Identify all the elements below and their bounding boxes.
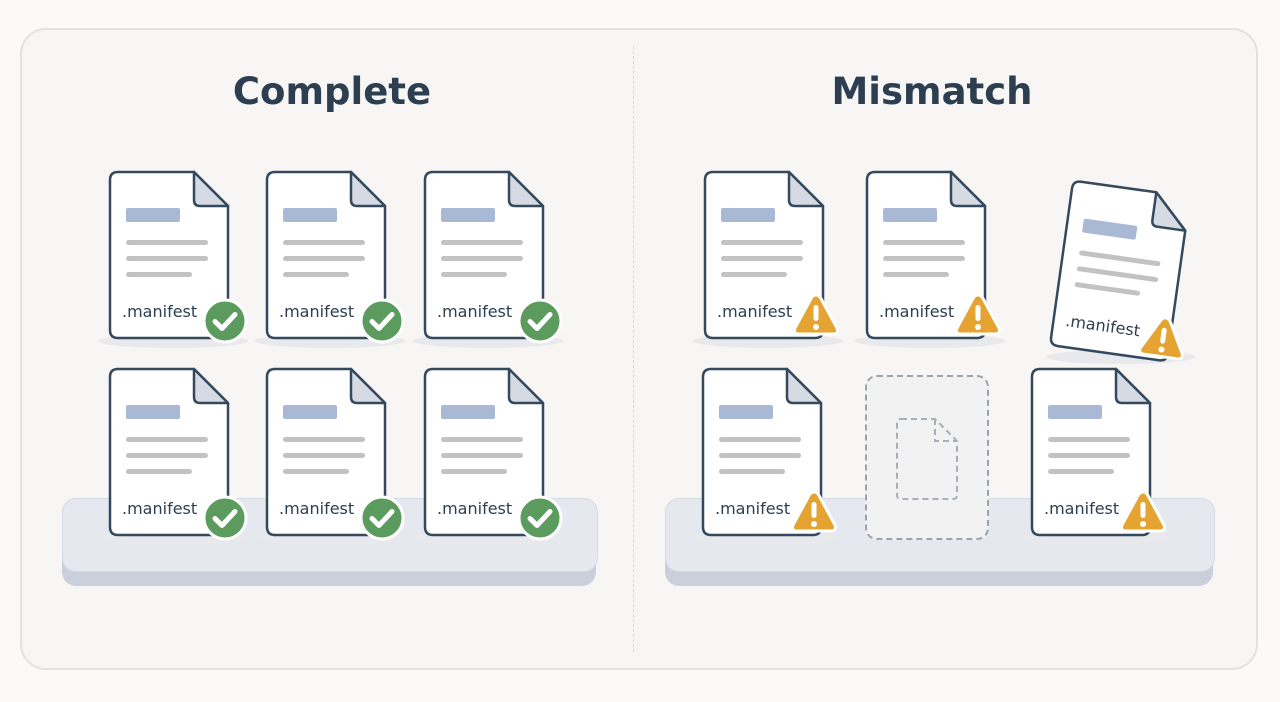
complete-panel-title: Complete	[232, 70, 432, 113]
file-label: .manifest	[437, 499, 513, 518]
missing-file-placeholder	[865, 375, 989, 540]
warning-triangle-icon	[793, 292, 839, 338]
file-icon	[1049, 180, 1187, 362]
warning-triangle-icon	[791, 489, 837, 535]
manifest-file: .manifest	[265, 367, 405, 541]
check-circle-icon	[359, 298, 405, 344]
manifest-file: .manifest	[1030, 367, 1166, 537]
check-circle-icon	[517, 495, 563, 541]
warning-triangle-icon	[1137, 312, 1189, 364]
file-label: .manifest	[879, 302, 955, 321]
file-icon	[108, 170, 230, 340]
warning-triangle-icon	[1120, 489, 1166, 535]
manifest-file: .manifest	[108, 367, 248, 541]
warning-triangle-icon	[955, 292, 1001, 338]
manifest-file: .manifest	[265, 170, 405, 344]
file-label: .manifest	[122, 499, 198, 518]
file-icon	[423, 367, 545, 537]
file-icon	[265, 367, 387, 537]
manifest-file: .manifest	[1048, 178, 1192, 363]
check-circle-icon	[517, 298, 563, 344]
manifest-file: .manifest	[701, 367, 837, 537]
manifest-file: .manifest	[865, 170, 1001, 340]
file-label: .manifest	[279, 302, 355, 321]
check-circle-icon	[202, 495, 248, 541]
file-label: .manifest	[1044, 499, 1120, 518]
panel-divider	[633, 46, 634, 652]
missing-file-icon	[896, 418, 958, 500]
file-label: .manifest	[279, 499, 355, 518]
manifest-file: .manifest	[423, 170, 563, 344]
manifest-file: .manifest	[108, 170, 248, 344]
file-label: .manifest	[715, 499, 791, 518]
file-icon	[701, 367, 823, 537]
manifest-file: .manifest	[703, 170, 839, 340]
file-icon	[865, 170, 987, 340]
check-circle-icon	[359, 495, 405, 541]
file-icon	[1030, 367, 1152, 537]
manifest-file: .manifest	[423, 367, 563, 541]
file-label: .manifest	[717, 302, 793, 321]
file-label: .manifest	[122, 302, 198, 321]
file-icon	[703, 170, 825, 340]
file-label: .manifest	[437, 302, 513, 321]
mismatch-panel-title: Mismatch	[831, 70, 1033, 113]
file-icon	[265, 170, 387, 340]
check-circle-icon	[202, 298, 248, 344]
file-icon	[108, 367, 230, 537]
